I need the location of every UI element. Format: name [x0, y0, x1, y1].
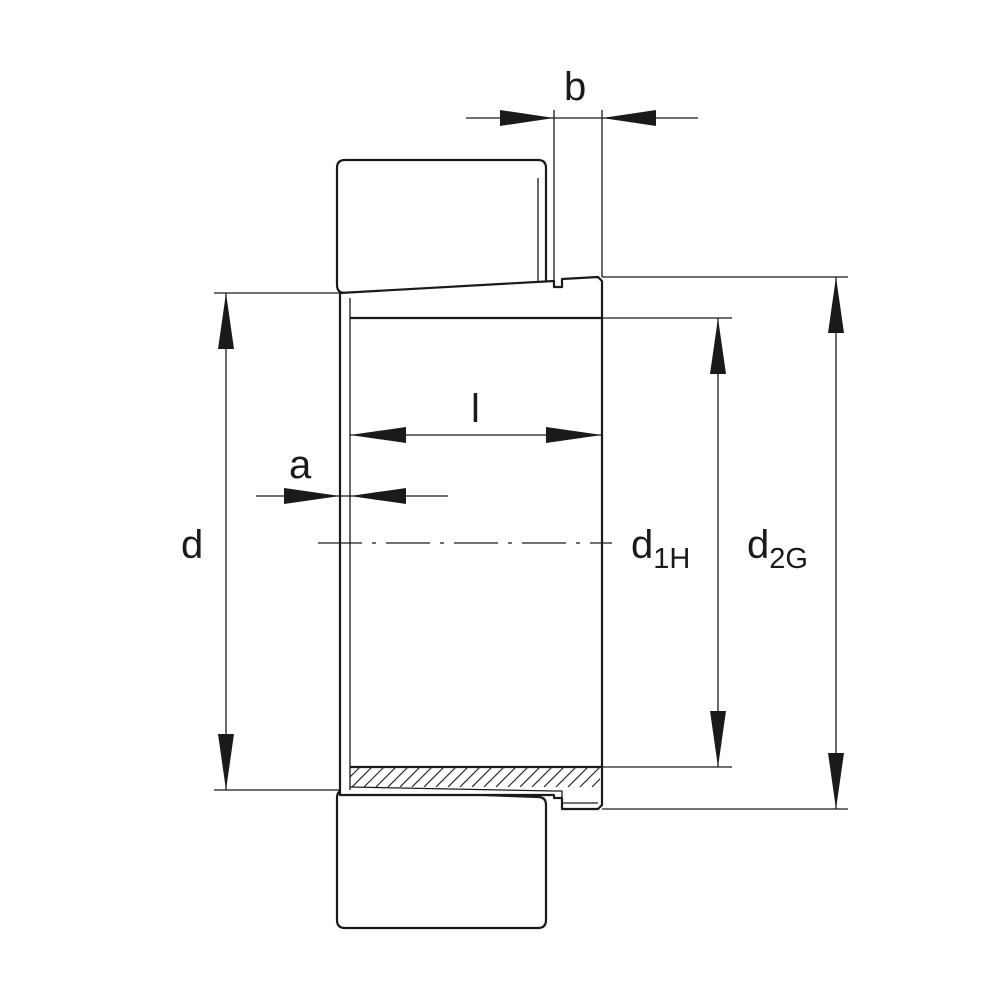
d1H-arrow-top — [710, 318, 726, 374]
l-arrow-left — [350, 427, 406, 443]
a-arrow-left — [284, 488, 340, 504]
d-label: d — [181, 523, 203, 567]
dimension-b: b — [466, 65, 698, 281]
b-arrow-right — [602, 110, 656, 126]
l-arrow-right — [546, 427, 602, 443]
d2G-label-main: d — [747, 523, 769, 567]
lower-section-outline — [349, 786, 598, 804]
a-label: a — [289, 443, 312, 487]
dimension-d2G: d2G — [602, 276, 848, 810]
dimension-l: l — [350, 387, 602, 443]
d2G-label: d2G — [747, 523, 808, 575]
hatched-section — [350, 767, 600, 787]
d1H-label: d1H — [631, 523, 690, 575]
d2G-label-sub: 2G — [769, 543, 808, 575]
d2G-arrow-bottom — [828, 753, 844, 809]
d2G-arrow-top — [828, 277, 844, 333]
a-arrow-right — [350, 488, 406, 504]
dimension-d: d — [181, 292, 340, 791]
l-label: l — [471, 387, 480, 431]
b-label: b — [564, 65, 586, 109]
b-arrow-left — [500, 110, 554, 126]
d-arrow-top — [218, 293, 234, 349]
d1H-arrow-bottom — [710, 711, 726, 767]
dimension-a: a — [256, 443, 448, 504]
d-arrow-bottom — [218, 734, 234, 790]
d1H-label-main: d — [631, 523, 653, 567]
upper-bearing-ring — [335, 158, 548, 295]
lower-bearing-ring — [335, 788, 548, 930]
dimension-d1H: d1H — [602, 317, 732, 768]
d1H-label-sub: 1H — [653, 543, 690, 575]
